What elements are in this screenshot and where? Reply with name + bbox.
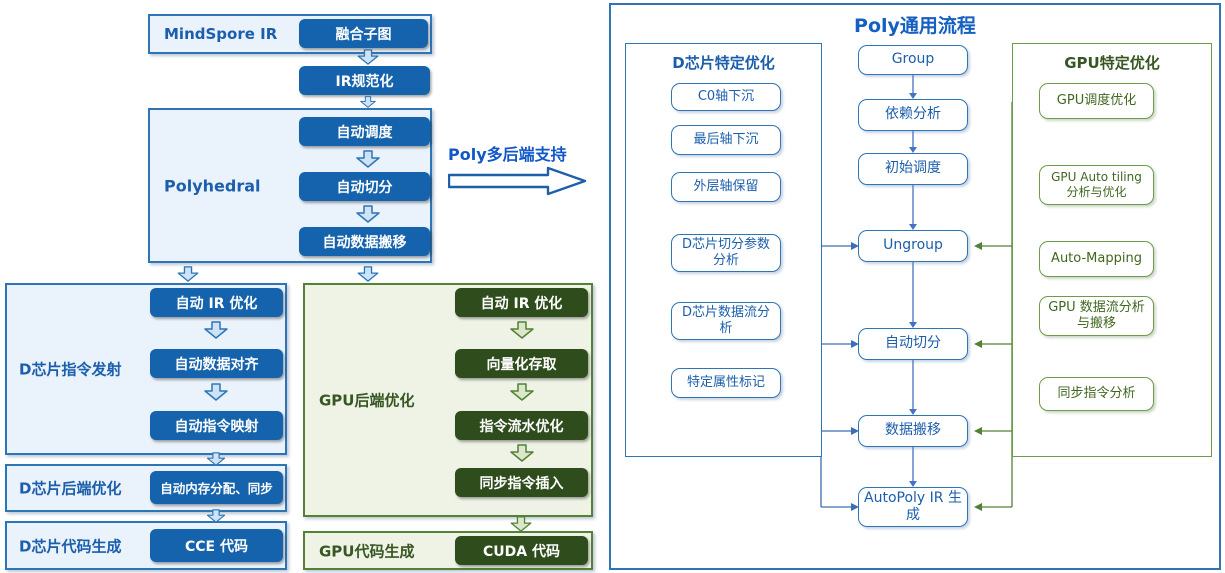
down-arrow-icon — [204, 383, 228, 401]
main-flow-ungroup-box: Ungroup — [858, 230, 968, 262]
d-opt-item-dataflow-analysis: D芯片数据流分析 — [671, 302, 781, 340]
down-arrow-icon — [356, 205, 380, 223]
mindspore-ir-label: MindSpore IR — [164, 25, 278, 43]
main-flow-auto-tiling-box: 自动切分 — [858, 328, 968, 360]
cce-code-box: CCE 代码 — [150, 529, 283, 562]
down-arrow-icon — [510, 444, 534, 462]
gpu-backend-label: GPU后端优化 — [319, 391, 415, 410]
d-opt-column-title: D芯片特定优化 — [672, 54, 775, 72]
gpu-codegen-container: GPU代码生成 CUDA 代码 — [303, 531, 593, 570]
gpu-opt-item-auto-mapping: Auto-Mapping — [1039, 241, 1154, 277]
d-codegen-label: D芯片代码生成 — [19, 537, 122, 555]
down-arrow-icon — [357, 266, 379, 282]
right-block-arrow-icon — [448, 166, 587, 196]
auto-schedule-box: 自动调度 — [299, 117, 430, 146]
auto-data-movement-box: 自动数据搬移 — [299, 227, 430, 256]
gpu-opt-column-title: GPU特定优化 — [1064, 54, 1160, 72]
auto-mem-sync-box: 自动内存分配、同步 — [150, 471, 283, 504]
main-flow-data-movement-box: 数据搬移 — [858, 415, 968, 447]
ir-normalization-box: IR规范化 — [299, 66, 430, 95]
gpu-opt-item-schedule-opt: GPU调度优化 — [1039, 83, 1154, 119]
poly-flow-panel: Poly通用流程 — [609, 3, 1221, 570]
gpu-opt-column: GPU特定优化 GPU调度优化 GPU Auto tiling 分析与优化 Au… — [1012, 43, 1212, 457]
polyhedral-container: Polyhedral 自动调度 自动切分 自动数据搬移 — [148, 108, 432, 263]
d-codegen-container: D芯片代码生成 CCE 代码 — [5, 521, 287, 570]
poly-flow-title: Poly通用流程 — [854, 15, 976, 37]
down-arrow-icon — [510, 383, 534, 401]
vectorized-access-box: 向量化存取 — [455, 349, 588, 378]
down-arrow-icon — [356, 150, 380, 168]
d-backend-container: D芯片后端优化 自动内存分配、同步 — [5, 464, 287, 512]
down-arrow-icon — [510, 321, 534, 339]
down-arrow-icon — [206, 509, 226, 523]
gpu-opt-item-dataflow-analysis-movement: GPU 数据流分析与搬移 — [1039, 296, 1154, 336]
poly-backend-support-label: Poly多后端支持 — [448, 145, 567, 164]
auto-instr-mapping-box: 自动指令映射 — [150, 411, 283, 440]
d-opt-item-c0-axis-sink: C0轴下沉 — [671, 83, 781, 111]
auto-tiling-box: 自动切分 — [299, 172, 430, 201]
auto-data-align-box: 自动数据对齐 — [150, 349, 283, 378]
down-arrow-icon — [177, 266, 199, 282]
d-opt-column: D芯片特定优化 C0轴下沉 最后轴下沉 外层轴保留 D芯片切分参数分析 D芯片数… — [625, 43, 822, 457]
down-arrow-icon — [360, 96, 376, 108]
gpu-opt-item-auto-tiling-analysis: GPU Auto tiling 分析与优化 — [1039, 165, 1154, 205]
main-flow-dependency-analysis-box: 依赖分析 — [858, 99, 968, 131]
down-arrow-icon — [510, 516, 532, 532]
d-opt-item-tiling-param-analysis: D芯片切分参数分析 — [671, 234, 781, 272]
gpu-codegen-label: GPU代码生成 — [319, 542, 415, 560]
auto-ir-opt-box: 自动 IR 优化 — [150, 288, 283, 317]
main-flow-initial-schedule-box: 初始调度 — [858, 153, 968, 185]
d-issue-container: D芯片指令发射 自动 IR 优化 自动数据对齐 自动指令映射 — [5, 283, 287, 455]
polyhedral-label: Polyhedral — [164, 176, 261, 195]
gpu-auto-ir-opt-box: 自动 IR 优化 — [455, 288, 588, 317]
main-flow-group-box: Group — [858, 45, 968, 75]
d-opt-item-last-axis-sink: 最后轴下沉 — [671, 125, 781, 155]
gpu-backend-container: GPU后端优化 自动 IR 优化 向量化存取 指令流水优化 同步指令插入 — [303, 283, 593, 517]
instr-pipeline-opt-box: 指令流水优化 — [455, 411, 588, 440]
d-opt-item-specific-attr-mark: 特定属性标记 — [671, 368, 781, 398]
gpu-opt-item-sync-instr-analysis: 同步指令分析 — [1039, 377, 1154, 411]
sync-instr-insert-box: 同步指令插入 — [455, 468, 588, 497]
down-arrow-icon — [357, 49, 379, 65]
down-arrow-icon — [206, 452, 226, 466]
cuda-code-box: CUDA 代码 — [455, 536, 588, 565]
mindspore-ir-container: MindSpore IR 融合子图 — [148, 14, 432, 54]
down-arrow-icon — [204, 321, 228, 339]
d-issue-label: D芯片指令发射 — [19, 360, 122, 379]
fused-subgraph-box: 融合子图 — [299, 19, 428, 48]
main-flow-autopoly-ir-box: AutoPoly IR 生成 — [858, 487, 968, 527]
d-opt-item-outer-axis-keep: 外层轴保留 — [671, 172, 781, 202]
d-backend-label: D芯片后端优化 — [19, 479, 122, 498]
